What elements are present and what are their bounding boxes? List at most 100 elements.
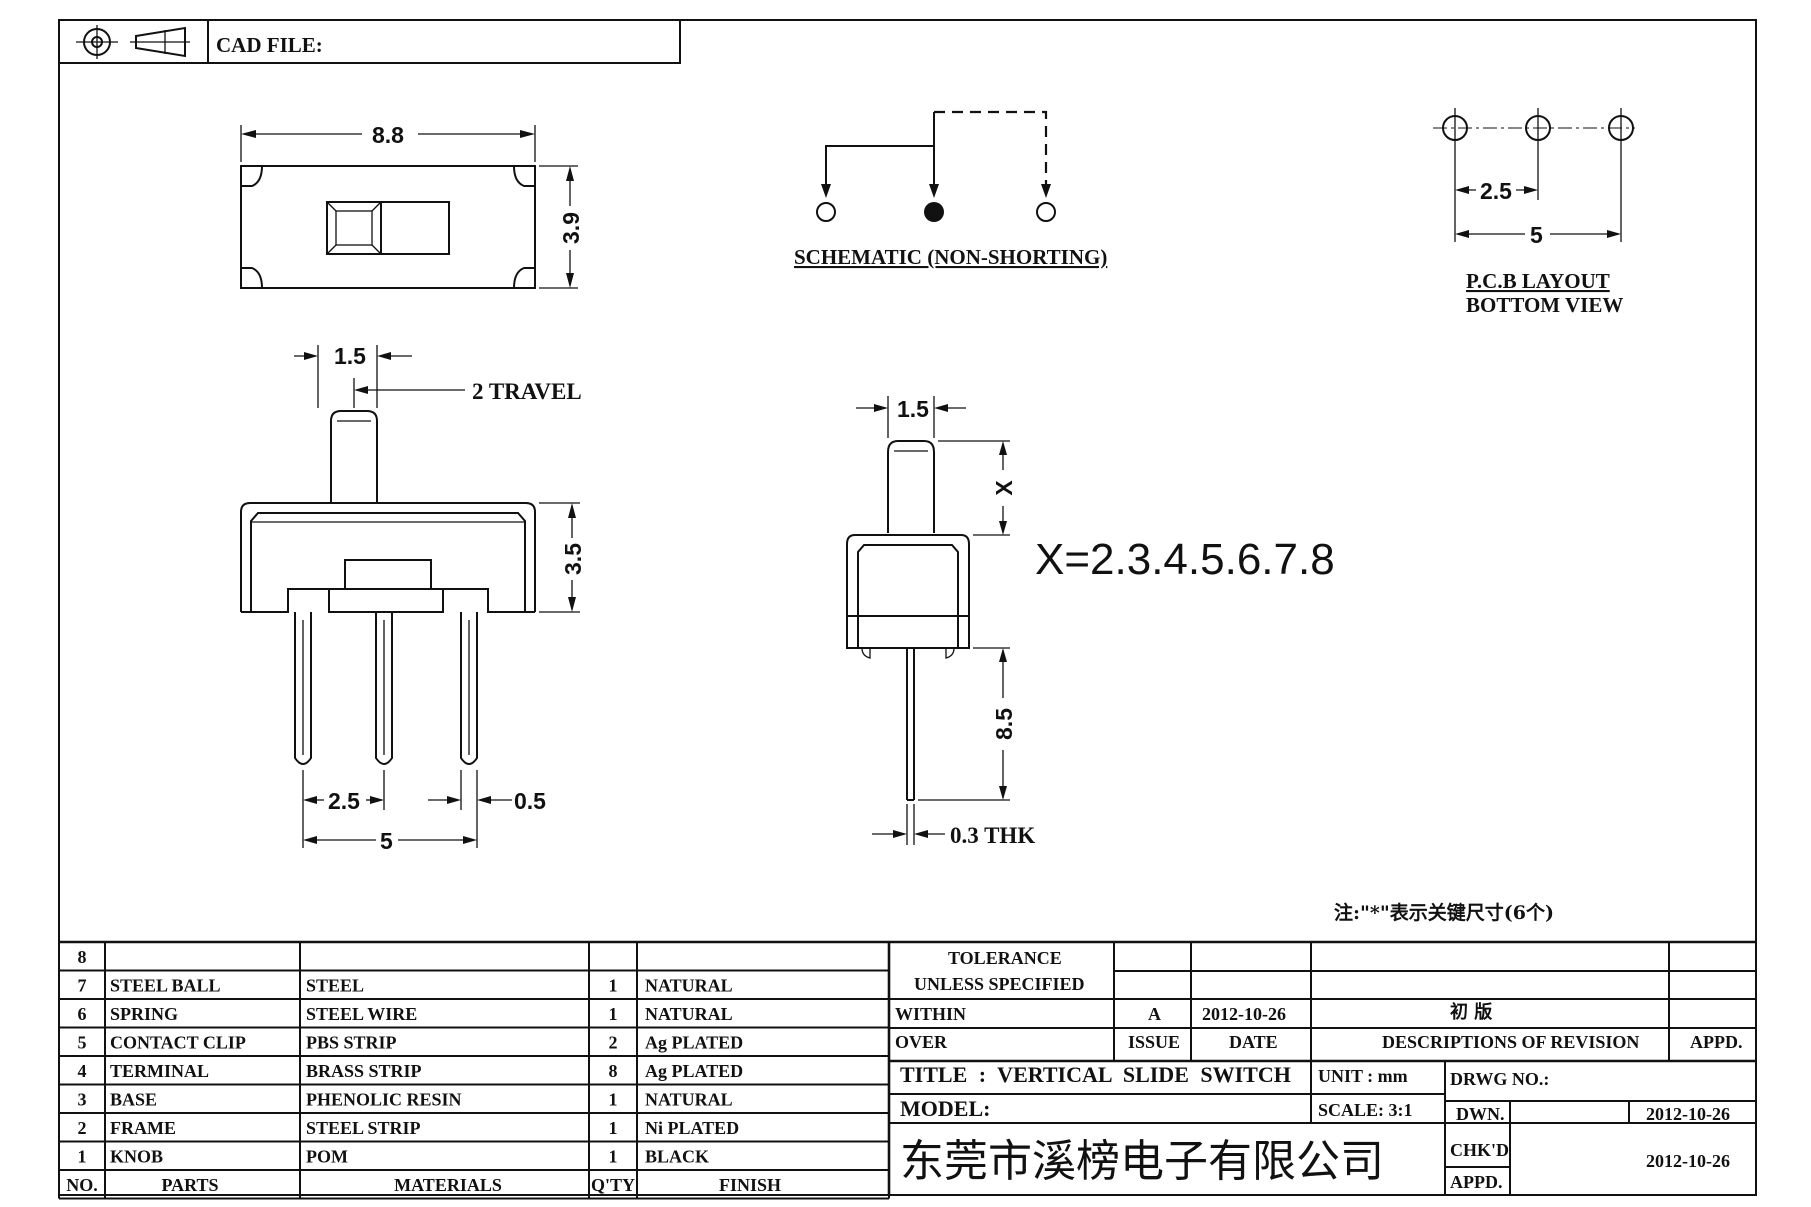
pcb-label-line1: P.C.B LAYOUT (1466, 269, 1610, 293)
drawing-frame (58, 19, 1757, 1196)
parts-row-no: 8 (78, 947, 87, 967)
issue-header: ISSUE (1128, 1032, 1180, 1052)
cad-file-label: CAD FILE: (216, 33, 323, 57)
parts-row-material: PBS STRIP (306, 1033, 397, 1053)
key-dimension-note: 注:"*"表示关键尺寸(6个) (1334, 901, 1554, 924)
parts-row-qty: 1 (609, 1118, 618, 1138)
parts-row-finish: BLACK (645, 1147, 709, 1167)
x-dim: X (991, 480, 1017, 496)
parts-row-material: STEEL STRIP (306, 1118, 421, 1138)
schematic: SCHEMATIC (NON-SHORTING) (794, 110, 1107, 269)
parts-row-finish: NATURAL (645, 1090, 733, 1110)
parts-row-part: KNOB (110, 1147, 163, 1167)
parts-row-no: 6 (78, 1004, 87, 1024)
travel-dim: 2 TRAVEL (472, 379, 582, 404)
revision-appd-header: APPD. (1690, 1032, 1743, 1052)
parts-row-finish: Ni PLATED (645, 1118, 739, 1138)
pcb-hole-1 (1442, 108, 1468, 148)
within-label: WITHIN (895, 1004, 966, 1024)
parts-row-material: PHENOLIC RESIN (306, 1090, 462, 1110)
over-label: OVER (895, 1032, 948, 1052)
common-terminal-icon (924, 202, 944, 222)
pcb-hole-3 (1608, 108, 1634, 148)
parts-header-qty: Q'TY (591, 1175, 635, 1195)
revision-description-header: DESCRIPTIONS OF REVISION (1382, 1032, 1639, 1052)
drawn-date: 2012-10-26 (1646, 1104, 1730, 1124)
rev-issue: A (1148, 1004, 1161, 1024)
checked-date: 2012-10-26 (1646, 1151, 1730, 1171)
pcb-layout: 2.5 5 P.C.B LAYOUT BOTTOM VIEW (1433, 108, 1635, 317)
parts-row-finish: NATURAL (645, 1004, 733, 1024)
pcb-hole-2 (1525, 108, 1551, 148)
body-height-dim: 3.5 (560, 543, 586, 575)
thickness-dim: 0.3 THK (950, 823, 1035, 848)
parts-row-no: 5 (78, 1033, 87, 1053)
parts-row-part: CONTACT CLIP (110, 1033, 246, 1053)
pcb-pitch-dim: 2.5 (1480, 178, 1512, 204)
parts-row-qty: 1 (609, 1147, 618, 1167)
parts-row-part: FRAME (110, 1118, 176, 1138)
projection-symbol-icon (76, 25, 190, 59)
parts-row-part: TERMINAL (110, 1061, 209, 1081)
parts-row-material: BRASS STRIP (306, 1061, 422, 1081)
pcb-label-line2: BOTTOM VIEW (1466, 293, 1623, 317)
x-values: X=2.3.4.5.6.7.8 (1035, 535, 1335, 584)
model-label: MODEL: (900, 1096, 990, 1121)
approved-label: APPD. (1450, 1172, 1503, 1192)
tolerance-label: TOLERANCE (948, 948, 1062, 968)
front-knob-width-dim: 1.5 (334, 343, 366, 369)
checked-label: CHK'D (1450, 1140, 1509, 1160)
top-height-dim: 3.9 (558, 212, 584, 244)
parts-row-qty: 2 (609, 1033, 618, 1053)
parts-row-part: SPRING (110, 1004, 178, 1024)
parts-row-no: 2 (78, 1118, 87, 1138)
parts-row-material: STEEL WIRE (306, 1004, 417, 1024)
unit-label: UNIT : mm (1318, 1066, 1408, 1086)
title-block: TOLERANCE UNLESS SPECIFIED WITHIN OVER A… (887, 942, 1756, 1195)
parts-row-part: STEEL BALL (110, 976, 221, 996)
drawn-label: DWN. (1456, 1104, 1505, 1124)
parts-header-finish: FINISH (719, 1175, 781, 1195)
parts-header-no: NO. (66, 1175, 98, 1195)
parts-row-qty: 1 (609, 976, 618, 996)
front-pin-2 (375, 612, 393, 765)
company-name: 东莞市溪榜电子有限公司 (900, 1137, 1384, 1186)
parts-header-part: PARTS (161, 1175, 218, 1195)
front-pin-1 (294, 612, 312, 765)
unless-specified-label: UNLESS SPECIFIED (914, 974, 1085, 994)
parts-row-finish: Ag PLATED (645, 1033, 743, 1053)
parts-row-no: 1 (78, 1147, 87, 1167)
parts-row-finish: Ag PLATED (645, 1061, 743, 1081)
parts-row-no: 4 (78, 1061, 87, 1081)
schematic-label: SCHEMATIC (NON-SHORTING) (794, 245, 1107, 269)
parts-row-no: 7 (78, 976, 87, 996)
rev-date: 2012-10-26 (1202, 1004, 1286, 1024)
date-header: DATE (1229, 1032, 1278, 1052)
parts-row-qty: 1 (609, 1090, 618, 1110)
parts-header-material: MATERIALS (394, 1175, 502, 1195)
scale-label: SCALE: 3:1 (1318, 1100, 1413, 1120)
pin-length-dim: 8.5 (991, 708, 1017, 740)
parts-row-part: BASE (110, 1090, 157, 1110)
front-pin-3 (460, 612, 478, 765)
drawing-title: TITLE : VERTICAL SLIDE SWITCH (900, 1062, 1291, 1087)
parts-row-qty: 1 (609, 1004, 618, 1024)
parts-row-material: POM (306, 1147, 348, 1167)
parts-row-finish: NATURAL (645, 976, 733, 996)
rev-description: 初 版 (1450, 1001, 1492, 1023)
parts-row-qty: 8 (609, 1061, 618, 1081)
parts-row-material: STEEL (306, 976, 364, 996)
side-view: 1.5 X X=2.3.4.5.6.7.8 8.5 0.3 THK (846, 396, 1335, 848)
pcb-span-dim: 5 (1530, 222, 1543, 248)
pin-width-dim: 0.5 (514, 788, 546, 814)
front-view: 1.5 2 TRAVEL 3.5 2.5 0.5 5 (240, 343, 586, 854)
drawing-number-label: DRWG NO.: (1450, 1069, 1549, 1089)
side-knob-width-dim: 1.5 (897, 396, 929, 422)
top-view: 8.8 3.9 (240, 122, 584, 289)
front-span-dim: 5 (380, 828, 393, 854)
front-pitch-dim: 2.5 (328, 788, 360, 814)
parts-row-no: 3 (78, 1090, 87, 1110)
top-width-dim: 8.8 (372, 122, 404, 148)
